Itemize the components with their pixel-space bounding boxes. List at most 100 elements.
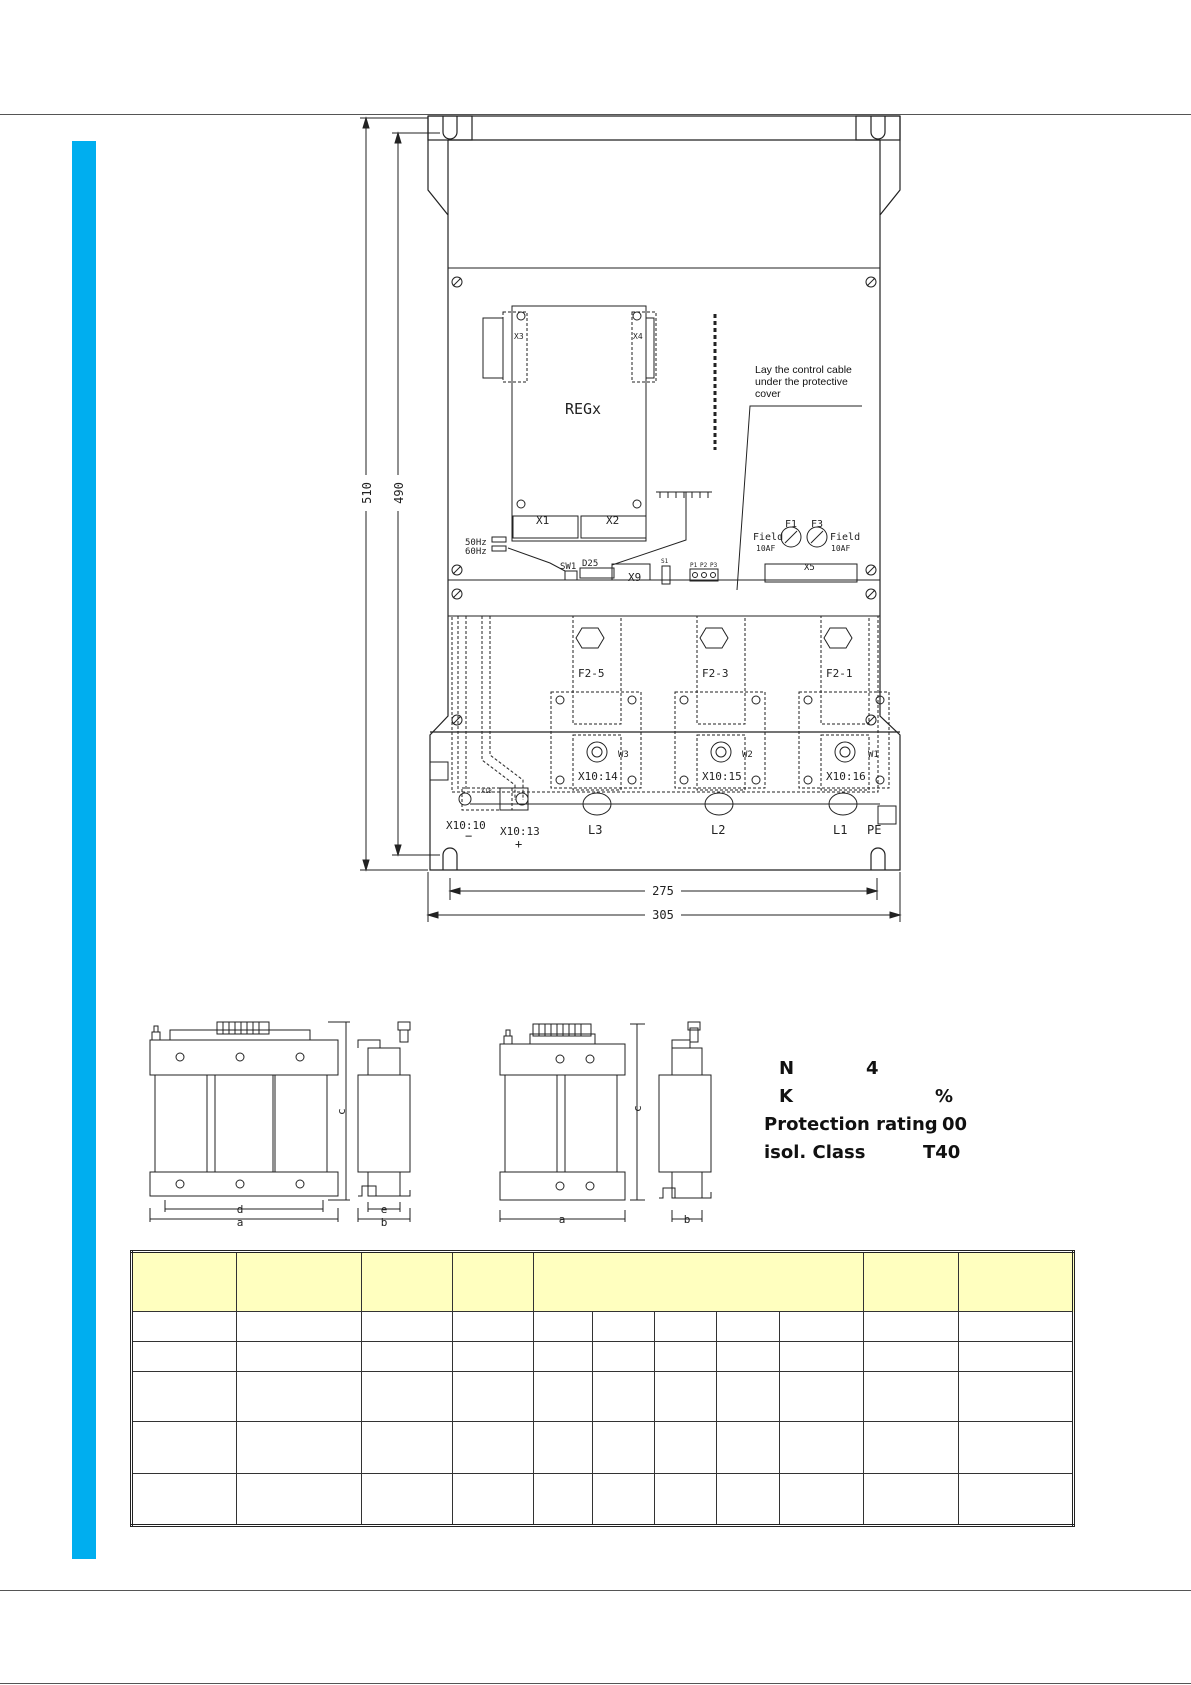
table-cell	[778, 1341, 865, 1372]
table-header-cell	[360, 1251, 454, 1312]
connector-x18: X18	[481, 788, 492, 795]
table-cell	[957, 1341, 1075, 1372]
dim-a-2: a	[559, 1213, 566, 1226]
table-cell	[130, 1341, 238, 1372]
side-accent-bar	[72, 141, 96, 1559]
field-right-label: Field	[830, 532, 860, 543]
fuse-f2-5: F2-5	[578, 667, 605, 680]
connector-x2: X2	[606, 514, 619, 527]
table-cell	[236, 1311, 362, 1342]
table-cell	[236, 1473, 362, 1526]
table-cell	[532, 1371, 593, 1422]
connector-d25: D25	[582, 559, 598, 569]
table-cell	[236, 1421, 362, 1474]
terminal-x10-14: X10:14	[578, 770, 618, 783]
header-rule	[0, 114, 1191, 115]
table-cell	[654, 1371, 717, 1422]
fuse-f3-label: F3	[811, 519, 823, 530]
terminal-x10-13: X10:13	[500, 825, 540, 838]
table-cell	[130, 1311, 238, 1342]
table-cell	[532, 1421, 593, 1474]
table-header-cell	[130, 1251, 238, 1312]
table-cell	[957, 1473, 1075, 1526]
power-labels: F2-5 F2-3 F2-1 W3 W2 W1 X10:14 X10:15 X1…	[446, 667, 881, 851]
three-phase-reactor-front	[149, 1021, 350, 1222]
label-50hz: 50Hz	[465, 538, 487, 548]
table-cell	[591, 1341, 656, 1372]
field-right-rating: 10AF	[831, 544, 850, 553]
table-cell	[360, 1341, 454, 1372]
winding-w1: W1	[868, 750, 879, 760]
connector-x1: X1	[536, 514, 549, 527]
line-l1: L1	[833, 823, 847, 837]
table-cell	[360, 1421, 454, 1474]
dc-plus: +	[515, 837, 522, 851]
connector-x4: X4	[633, 332, 643, 341]
table-cell	[863, 1421, 959, 1474]
spec-label-n: N	[779, 1058, 795, 1079]
table-cell	[591, 1421, 656, 1474]
spec-label-isol: isol. Class	[764, 1142, 866, 1163]
table-cell	[778, 1371, 865, 1422]
terminal-x10-16: X10:16	[826, 770, 866, 783]
dim-490: 490	[392, 482, 406, 504]
pin-p2: P2	[700, 562, 708, 569]
table-cell	[130, 1473, 238, 1526]
pin-p1: P1	[690, 562, 698, 569]
footer-rule-bottom	[0, 1683, 1191, 1684]
dc-minus: −	[465, 829, 472, 843]
table-cell	[236, 1341, 362, 1372]
field-left-label: Field	[753, 532, 783, 543]
spec-value-n: 4	[866, 1058, 879, 1079]
table-cell	[236, 1371, 362, 1422]
table-cell	[452, 1341, 534, 1372]
table-header-cell	[532, 1251, 865, 1312]
switch-sw1: SW1	[560, 562, 576, 572]
table-row	[130, 1371, 1075, 1422]
board-labels: REGx X3 X4 X1 X2 X5 X9 D25 SW1 S1 50Hz 6…	[465, 332, 860, 584]
table-cell	[778, 1311, 865, 1342]
fuse-f1-label: F1	[785, 519, 797, 530]
spec-value-protection: 00	[942, 1114, 968, 1135]
table-row	[130, 1311, 1075, 1342]
table-cell	[654, 1421, 717, 1474]
table-cell	[591, 1473, 656, 1526]
footer-rule	[0, 1590, 1191, 1591]
fuse-f2-3: F2-3	[702, 667, 729, 680]
table-header-cell	[957, 1251, 1075, 1312]
table-cell	[715, 1341, 780, 1372]
line-l2: L2	[711, 823, 725, 837]
table-cell	[532, 1473, 593, 1526]
dim-c-2: c	[631, 1105, 644, 1112]
connector-x3: X3	[514, 332, 524, 341]
table-cell	[360, 1371, 454, 1422]
table-cell	[591, 1311, 656, 1342]
dim-275: 275	[652, 884, 674, 898]
winding-w2: W2	[742, 750, 753, 760]
table-cell	[130, 1371, 238, 1422]
table-cell	[863, 1371, 959, 1422]
table-header-row	[130, 1251, 1075, 1312]
table-cell	[715, 1473, 780, 1526]
spec-value-k: %	[935, 1086, 954, 1107]
table-cell	[452, 1311, 534, 1342]
power-section	[429, 615, 897, 825]
dim-c-1: c	[335, 1108, 348, 1115]
spec-label-protection: Protection rating	[764, 1114, 938, 1135]
horizontal-dimensions: 275 305	[426, 872, 902, 922]
dim-e-1: e	[381, 1203, 388, 1216]
table-cell	[863, 1311, 959, 1342]
reactor-dimension-table	[130, 1250, 1075, 1527]
dim-305: 305	[652, 908, 674, 922]
table-cell	[654, 1311, 717, 1342]
dim-b-1: b	[381, 1216, 388, 1229]
table-cell	[452, 1371, 534, 1422]
table-cell	[591, 1371, 656, 1422]
table-cell	[130, 1421, 238, 1474]
pin-p3: P3	[710, 562, 718, 569]
reactor-dim-labels: c d a e b c a b	[237, 1105, 691, 1229]
dim-b-2: b	[684, 1213, 691, 1226]
table-cell	[452, 1473, 534, 1526]
label-60hz: 60Hz	[465, 547, 487, 557]
